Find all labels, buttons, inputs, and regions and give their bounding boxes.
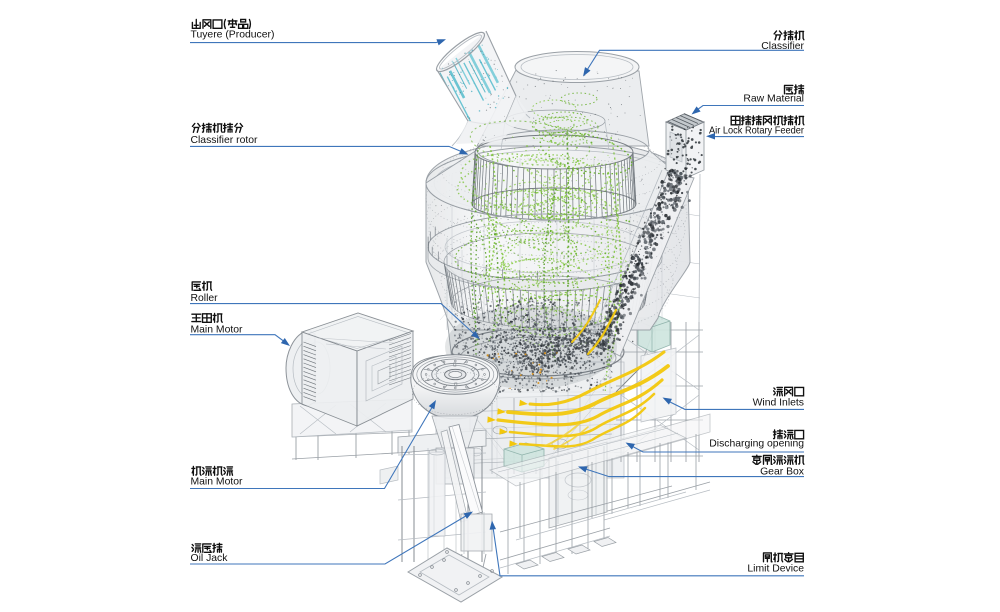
svg-text:Classifier rotor: Classifier rotor — [191, 135, 259, 146]
svg-text:Classifier: Classifier — [761, 41, 804, 52]
svg-text:Main Motor: Main Motor — [191, 477, 244, 488]
svg-text:Air Lock Rotary Feeder: Air Lock Rotary Feeder — [709, 125, 804, 136]
svg-text:Main Motor: Main Motor — [191, 325, 244, 336]
svg-text:Discharging opening: Discharging opening — [709, 439, 804, 450]
svg-text:Limit Device: Limit Device — [747, 564, 804, 575]
svg-text:Wind Inlets: Wind Inlets — [753, 398, 804, 409]
svg-text:Gear Box: Gear Box — [760, 467, 805, 478]
svg-text:Raw Material: Raw Material — [743, 94, 804, 105]
svg-text:Tuyere (Producer): Tuyere (Producer) — [191, 30, 275, 41]
svg-text:Oil Jack: Oil Jack — [191, 553, 229, 564]
svg-text:Roller: Roller — [191, 293, 219, 304]
